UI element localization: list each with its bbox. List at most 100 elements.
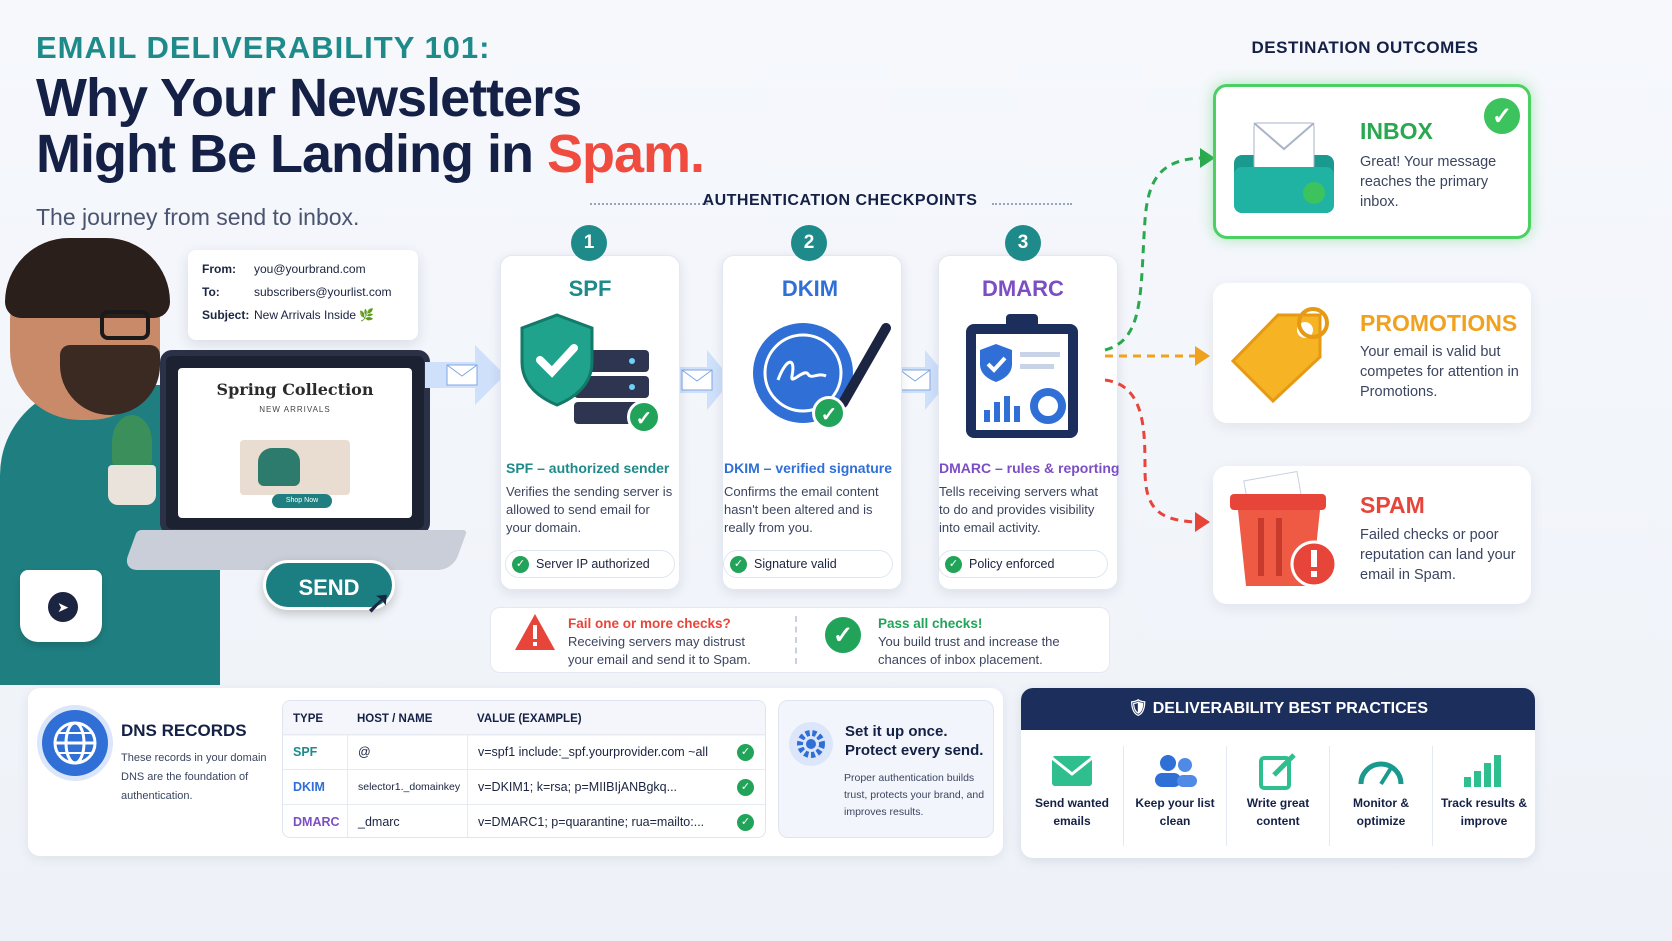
routing-arrows: [1100, 140, 1215, 540]
cursor-icon: ➚: [365, 584, 392, 620]
dkim-status-label: Signature valid: [754, 557, 837, 571]
practice-item: Track results &improve: [1433, 748, 1535, 830]
flow-arrow-2: [672, 345, 732, 415]
pass-description: You build trust and increase the chances…: [878, 634, 1060, 667]
table-row: DMARC _dmarc v=DMARC1; p=quarantine; rua…: [283, 804, 765, 837]
practice-label: Monitor &optimize: [1330, 794, 1432, 830]
paper-plane-icon: ➤: [48, 592, 78, 622]
practice-item: Monitor &optimize: [1330, 748, 1432, 830]
separator: [1226, 746, 1227, 846]
fail-description: Receiving servers may distrust your emai…: [568, 634, 751, 667]
chair-icon: [258, 448, 300, 486]
inbox-check-icon: ✓: [1481, 95, 1523, 137]
step-badge-2: 2: [791, 225, 827, 261]
to-row: To: subscribers@yourlist.com: [202, 285, 404, 299]
dmarc-name: DMARC: [982, 276, 1064, 301]
spf-name: SPF: [568, 276, 612, 301]
spf-description: Verifies the sending server is allowed t…: [506, 484, 673, 535]
practice-label-line-1: Track results &: [1440, 796, 1528, 810]
record-value: v=DMARC1; p=quarantine; rua=mailto:...: [467, 804, 737, 837]
title-line-2: Might Be Landing in Spam.: [36, 124, 705, 184]
promotions-name: PROMOTIONS: [1360, 310, 1518, 336]
plant-pot: [108, 465, 156, 505]
preview-headline: Spring Collection: [216, 380, 374, 399]
record-type: SPF: [293, 745, 318, 759]
practice-item: Keep your list clean: [1124, 748, 1226, 830]
glasses-icon: [100, 310, 150, 340]
dkim-check-icon: ✓: [812, 396, 846, 430]
title-highlight: Spam.: [546, 124, 705, 184]
dns-description: These records in your domain DNS are the…: [121, 752, 267, 802]
step-badge-3: 3: [1005, 225, 1041, 261]
subject-label: Subject:: [202, 308, 250, 322]
dkim-card: [722, 255, 902, 590]
dns-title: DNS RECORDS: [121, 721, 247, 740]
title-line-2-prefix: Might Be Landing in: [36, 124, 547, 184]
dkim-status: ✓Signature valid: [723, 550, 893, 578]
record-type: DMARC: [293, 815, 340, 829]
setup-description: Proper authentication builds trust, prot…: [844, 772, 985, 818]
dmarc-heading: DMARC – rules & reporting: [939, 460, 1120, 476]
setup-title: Set it up once. Protect every send.: [845, 722, 983, 760]
shield-server-icon: [512, 310, 662, 430]
dns-table: TYPE HOST / NAME VALUE (EXAMPLE) SPF @ v…: [282, 700, 766, 838]
practice-label-line-1: Keep your list: [1135, 796, 1215, 810]
divider-right: [992, 203, 1072, 205]
promotions-description: Your email is valid but competes for att…: [1360, 344, 1519, 400]
practice-label: Track results &improve: [1433, 794, 1535, 830]
table-row: DKIM selector1._domainkey v=DKIM1; k=rsa…: [283, 769, 765, 805]
result-divider: [795, 616, 797, 664]
plant-icon: [112, 415, 152, 470]
record-type: DKIM: [293, 780, 325, 794]
to-label: To:: [202, 285, 220, 299]
record-value: v=spf1 include:_spf.yourprovider.com ~al…: [467, 734, 737, 770]
practice-label-line-1: Send wanted: [1034, 796, 1109, 810]
divider-left: [590, 203, 708, 205]
pass-title: Pass all checks!: [878, 616, 983, 631]
spf-heading: SPF – authorized sender: [506, 460, 670, 476]
trash-can-icon: [1228, 468, 1340, 590]
spf-check-icon: ✓: [627, 400, 661, 434]
spam-description: Failed checks or poor reputation can lan…: [1360, 527, 1516, 583]
practice-label: Keep your list clean: [1124, 794, 1226, 830]
practice-item: Send wanted emails: [1021, 748, 1123, 830]
practice-label: Send wanted emails: [1021, 794, 1123, 830]
inbox-description: Great! Your message reaches the primary …: [1360, 154, 1497, 210]
record-host: _dmarc: [347, 804, 467, 837]
from-row: From: you@yourbrand.com: [202, 262, 404, 276]
destinations-label: DESTINATION OUTCOMES: [1251, 38, 1479, 57]
dmarc-status: ✓ Policy enforced: [938, 550, 1108, 578]
bar-chart-icon: [1433, 748, 1535, 794]
shop-now-button[interactable]: Shop Now: [272, 494, 332, 508]
from-label: From:: [202, 262, 236, 276]
dkim-name: DKIM: [781, 276, 839, 301]
practice-label-line-2: emails: [1053, 814, 1091, 828]
pass-check-icon: ✓: [822, 614, 864, 656]
spam-name: SPAM: [1360, 492, 1425, 518]
from-value: you@yourbrand.com: [254, 262, 366, 276]
setup-title-line-2: Protect every send.: [845, 742, 984, 759]
dmarc-description: Tells receiving servers what to do and p…: [939, 484, 1098, 535]
flow-arrow-1: [425, 340, 505, 410]
page-title: Why Your Newsletters Might Be Landing in…: [36, 68, 705, 184]
flow-arrow-3: [890, 345, 950, 415]
edit-icon: [1227, 748, 1329, 794]
record-value: v=DKIM1; k=rsa; p=MIIBIjANBgkq...: [467, 769, 737, 805]
best-practices-title: DELIVERABILITY BEST PRACTICES: [1152, 700, 1429, 717]
step-badge-1: 1: [571, 225, 607, 261]
title-line-1: Why Your Newsletters: [36, 68, 582, 128]
practice-label-line-2: clean: [1159, 814, 1191, 828]
send-button[interactable]: SEND: [263, 560, 395, 610]
auth-section-label: AUTHENTICATION CHECKPOINTS: [702, 192, 978, 209]
preview-subhead: NEW ARRIVALS: [259, 405, 331, 414]
price-tag-icon: [1228, 305, 1338, 405]
to-value: subscribers@yourlist.com: [254, 285, 392, 299]
dmarc-status-label: Policy enforced: [969, 557, 1055, 571]
check-icon: ✓: [945, 556, 962, 573]
envelope-icon: [1021, 748, 1123, 794]
dkim-heading: DKIM – verified signature: [724, 460, 893, 476]
shield-icon: 🛡︎: [1127, 700, 1153, 717]
gauge-icon: [1330, 748, 1432, 794]
subject-value: New Arrivals Inside 🌿: [254, 308, 375, 322]
